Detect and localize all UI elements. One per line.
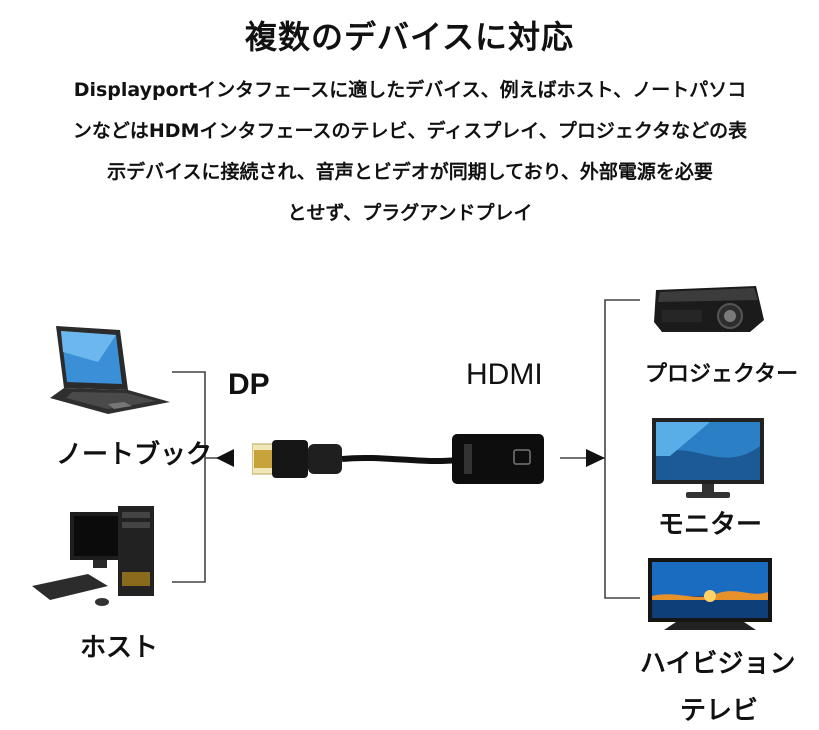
dp-to-hdmi-adapter-icon: [252, 434, 544, 484]
desktop-pc-icon: [32, 506, 154, 606]
description-line: ンなどはHDMインタフェースのテレビ、ディスプレイ、プロジェクタなどの表: [72, 120, 748, 142]
projector-label: プロジェクター: [645, 362, 799, 387]
description: Displayportインタフェースに適したデバイス、例えばホスト、ノートパソコ…: [60, 70, 760, 234]
description-line: 示デバイスに接続され、音声とビデオが同期しており、外部電源を必要: [107, 161, 713, 183]
laptop-icon: [50, 326, 170, 414]
dp-label: DP: [228, 368, 270, 401]
right-arrow-icon: [586, 449, 605, 467]
page-title: 複数のデバイスに対応: [244, 18, 575, 56]
projector-icon: [654, 286, 764, 332]
tv-label-line1: ハイビジョン: [640, 649, 796, 679]
tv-label-line2: テレビ: [680, 696, 759, 726]
hdtv-icon: [648, 558, 772, 630]
host-label: ホスト: [80, 633, 159, 663]
description-line: とせず、プラグアンドプレイ: [287, 202, 533, 224]
monitor-label: モニター: [658, 510, 763, 540]
description-line: Displayportインタフェースに適したデバイス、例えばホスト、ノートパソコ: [73, 79, 747, 101]
laptop-label: ノートブック: [56, 440, 213, 470]
monitor-icon: [652, 418, 764, 498]
left-arrow-icon: [216, 449, 234, 467]
hdmi-label: HDMI: [466, 358, 543, 391]
